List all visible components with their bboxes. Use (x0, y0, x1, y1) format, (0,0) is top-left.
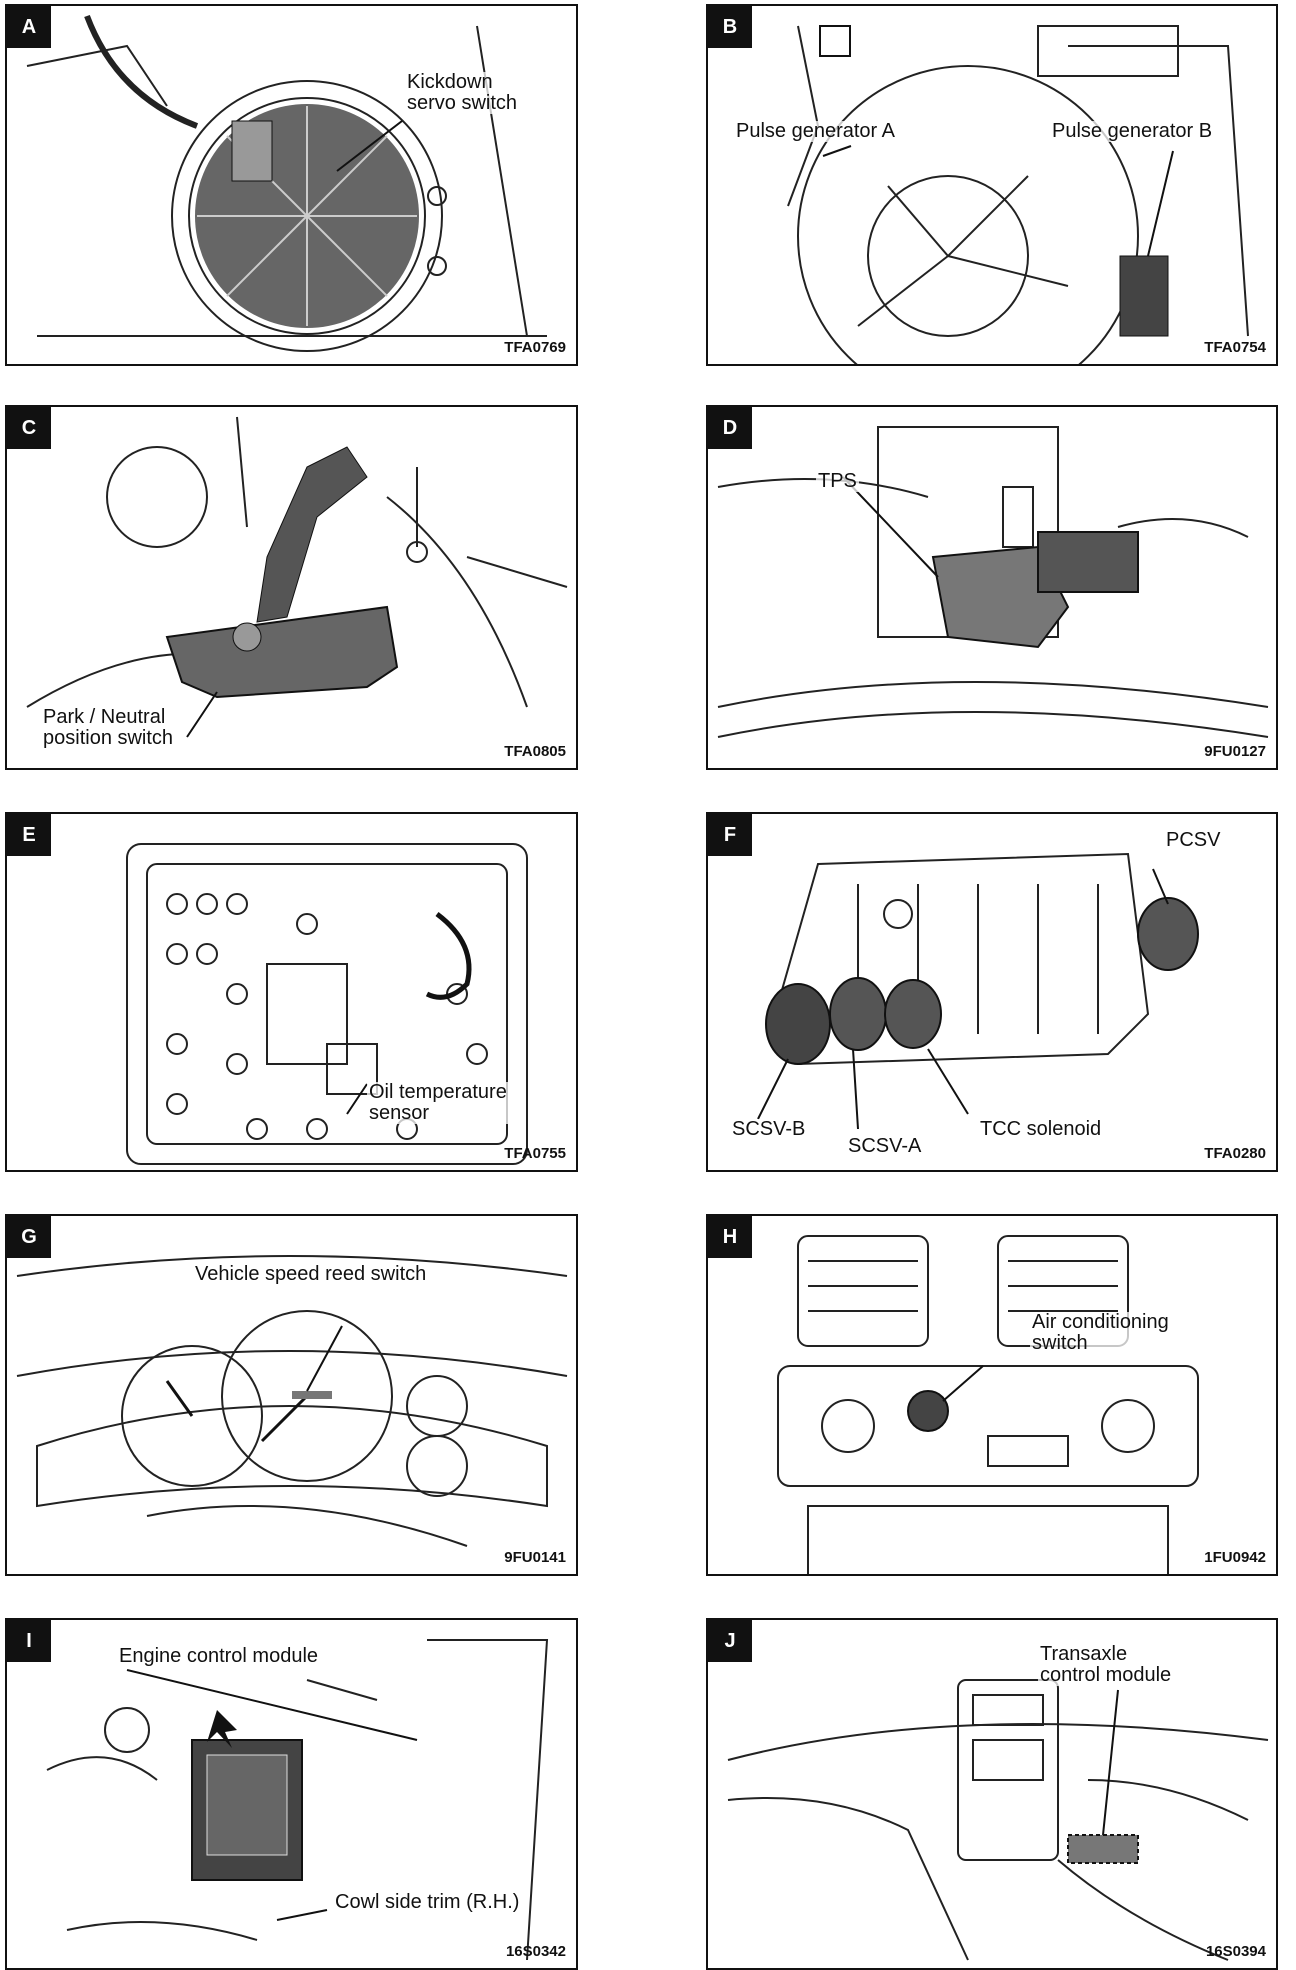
callout-air-conditioning-switch: Air conditioning switch (1030, 1311, 1171, 1354)
figure-code: 1FU0942 (1204, 1549, 1266, 1566)
callout-scsv-a: SCSV-A (846, 1135, 924, 1157)
solenoid-valves-illustration (757, 852, 1199, 1130)
pulse-generator-illustration (787, 25, 1249, 364)
callout-tcc-solenoid: TCC solenoid (978, 1118, 1104, 1140)
figure-code: TFA0805 (504, 743, 566, 760)
figure-code: TFA0755 (504, 1145, 566, 1162)
tps-illustration (717, 426, 1269, 738)
callout-tps: TPS (816, 470, 859, 492)
callout-oil-temperature-sensor: Oil temperature sensor (367, 1081, 509, 1124)
panel-tag: A (7, 6, 51, 48)
panel-g: G Vehicle speed reed switch 9FU0141 (5, 1214, 578, 1576)
callout-pulse-generator-b: Pulse generator B (1050, 120, 1215, 142)
panel-a: A Kickdown servo switch TFA0769 (5, 4, 578, 366)
panel-tag: B (708, 6, 752, 48)
figure-code: 9FU0127 (1204, 743, 1266, 760)
kickdown-servo-illustration (26, 14, 547, 352)
panel-tag: D (708, 407, 752, 449)
panel-tag: G (7, 1216, 51, 1258)
panel-tag: H (708, 1216, 752, 1258)
callout-pulse-generator-a: Pulse generator A (734, 120, 897, 142)
callout-kickdown-servo-switch: Kickdown servo switch (405, 71, 520, 114)
callout-scsv-b: SCSV-B (730, 1118, 808, 1140)
figure-code: TFA0280 (1204, 1145, 1266, 1162)
callout-pcsv: PCSV (1164, 829, 1223, 851)
callout-engine-control-module: Engine control module (117, 1645, 321, 1667)
panel-e: E Oil temperature sensor TFA0755 (5, 812, 578, 1172)
panel-tag: J (708, 1620, 752, 1662)
panel-f: F PCSV SCSV-B SCSV-A TCC solenoid TFA028… (706, 812, 1278, 1172)
panel-b: B Pulse generator A Pulse generator B TF… (706, 4, 1278, 366)
panel-tag: E (7, 814, 51, 856)
figure-code: 9FU0141 (504, 1549, 566, 1566)
panel-c: C Park / Neutral position switch TFA0805 (5, 405, 578, 770)
climate-control-illustration (777, 1235, 1199, 1574)
panel-tag: I (7, 1620, 51, 1662)
panel-j: J Transaxle control module 16S0394 (706, 1618, 1278, 1970)
callout-park-neutral-position-switch: Park / Neutral position switch (41, 706, 176, 749)
engine-control-module-illustration (46, 1639, 549, 1961)
instrument-cluster-illustration (16, 1255, 568, 1547)
callout-transaxle-control-module: Transaxle control module (1038, 1643, 1174, 1686)
figure-code: 16S0394 (1205, 1943, 1266, 1960)
panel-d: D TPS 9FU0127 (706, 405, 1278, 770)
callout-cowl-side-trim-rh: Cowl side trim (R.H.) (333, 1891, 522, 1913)
figure-code: 16S0342 (505, 1943, 566, 1960)
panel-i: I Engine control module Cowl side trim (… (5, 1618, 578, 1970)
panel-tag: F (708, 814, 752, 856)
valve-body-illustration (126, 843, 528, 1165)
park-neutral-switch-illustration (26, 416, 568, 738)
callout-vehicle-speed-reed-switch: Vehicle speed reed switch (193, 1263, 429, 1285)
figure-code: TFA0754 (1204, 339, 1266, 356)
panel-tag: C (7, 407, 51, 449)
figure-code: TFA0769 (504, 339, 566, 356)
transaxle-control-module-illustration (727, 1679, 1269, 1961)
panel-h: H Air conditioning switch 1FU0942 (706, 1214, 1278, 1576)
